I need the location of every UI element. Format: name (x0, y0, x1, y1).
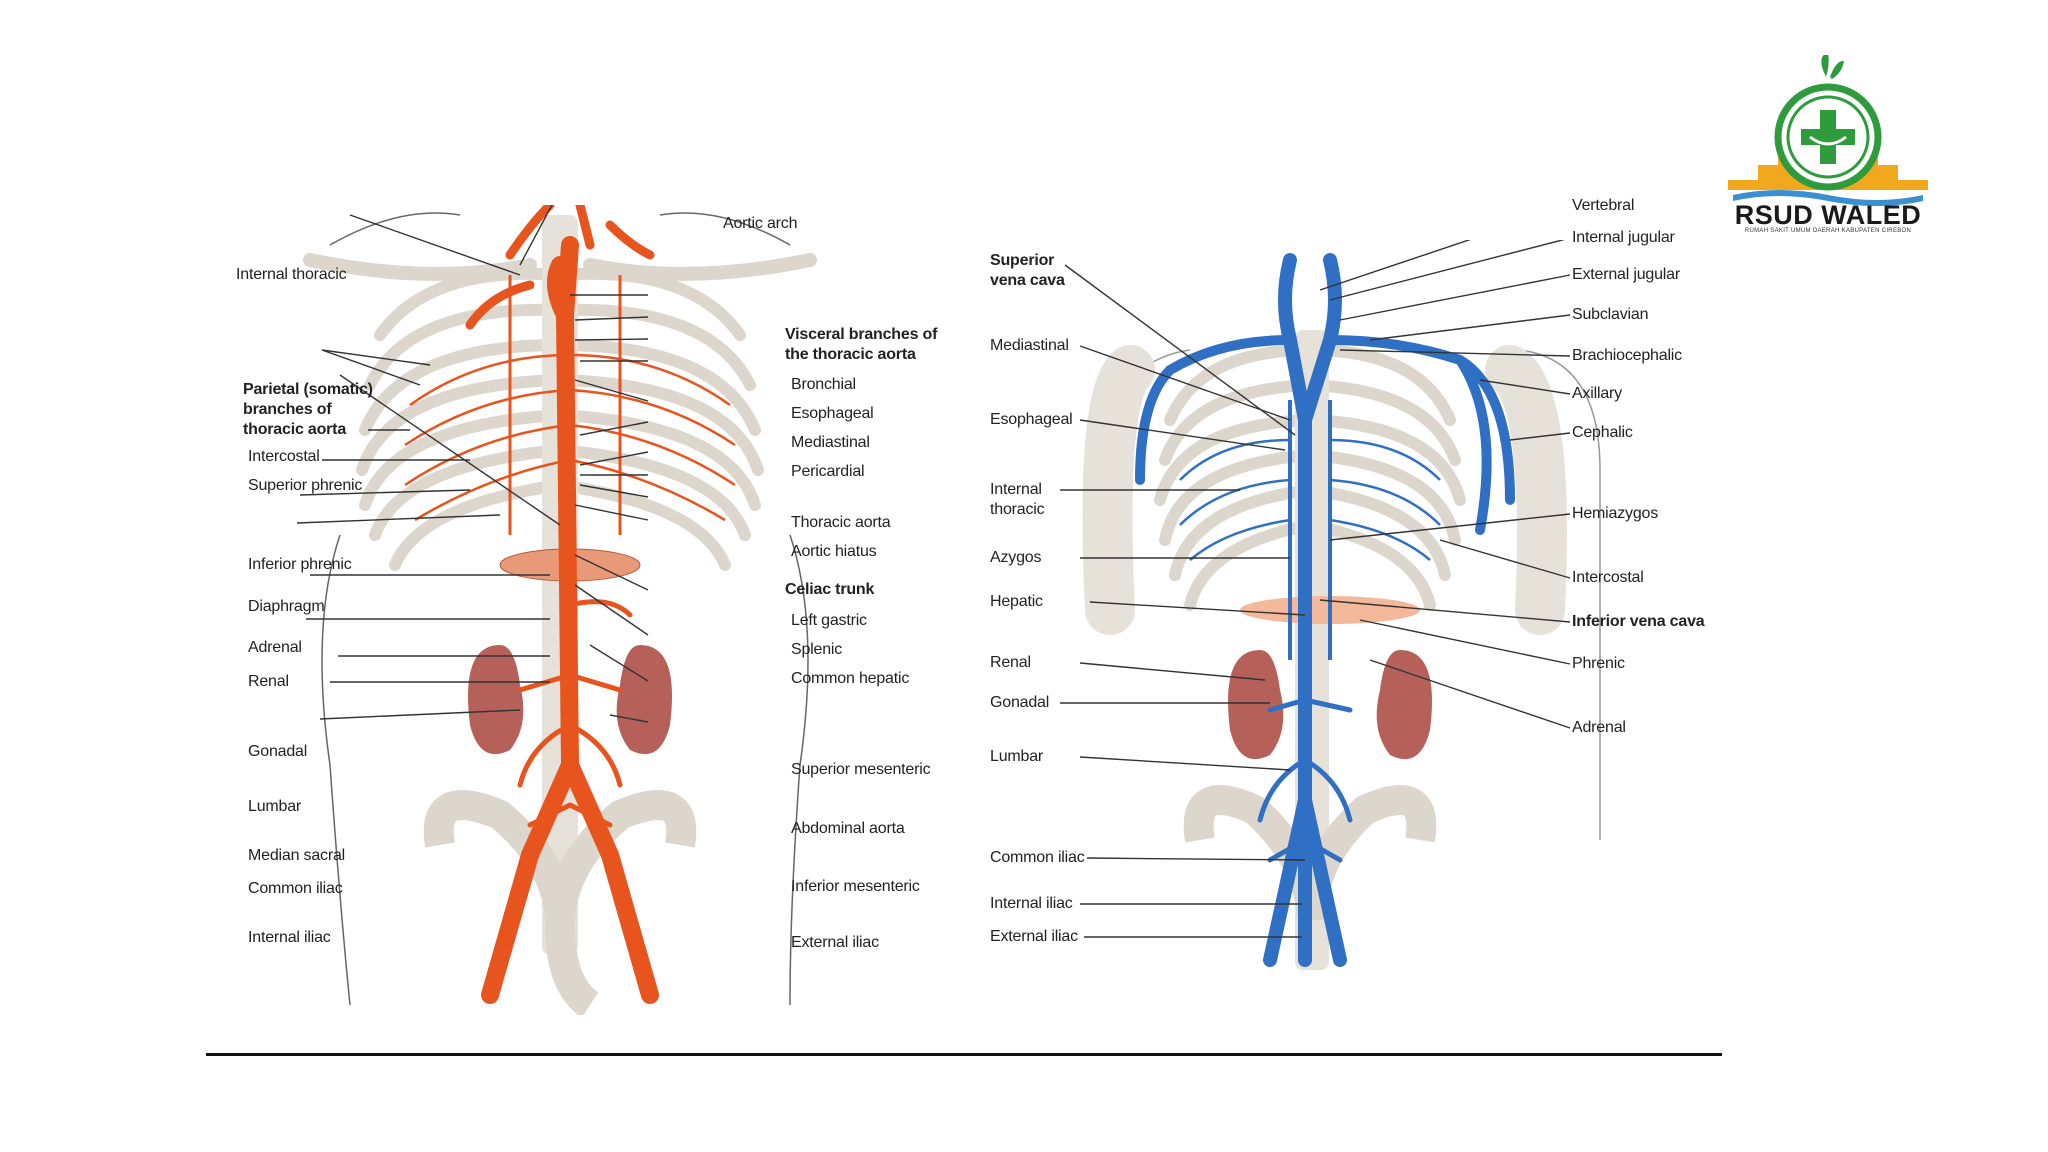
label-cephalic: Cephalic (1572, 424, 1633, 441)
label-abdominal-aorta: Abdominal aorta (791, 820, 905, 837)
left-kidney (468, 645, 524, 755)
arterial-leader-lines (296, 205, 649, 723)
label-intercostal-artery: Intercostal (248, 448, 320, 465)
label-gonadal-vein: Gonadal (990, 694, 1050, 711)
label-esophageal-vein: Esophageal (990, 411, 1073, 428)
pelvis (423, 790, 697, 1015)
label-parietal-heading: Parietal (somatic) branches of thoracic … (243, 381, 373, 438)
vena-cava (1263, 253, 1347, 967)
label-internal-jugular: Internal jugular (1572, 229, 1675, 246)
label-visceral-heading: Visceral branches of the thoracic aorta (785, 326, 938, 363)
rsud-waled-logo (1728, 55, 1928, 206)
label-phrenic-vein: Phrenic (1572, 655, 1625, 672)
logo-subtitle: RUMAH SAKIT UMUM DAERAH KABUPATEN CIREBO… (1744, 228, 1912, 234)
label-renal-vein: Renal (990, 654, 1031, 671)
label-left-gastric: Left gastric (791, 612, 867, 629)
label-superior-vena-cava: Superior vena cava (990, 252, 1065, 289)
label-inferior-mesenteric: Inferior mesenteric (791, 878, 920, 895)
venous-right-kidney (1376, 650, 1432, 760)
label-inferior-vena-cava: Inferior vena cava (1572, 613, 1705, 630)
label-renal-artery: Renal (248, 673, 289, 690)
label-vertebral: Vertebral (1572, 197, 1635, 214)
right-kidney (616, 645, 672, 755)
label-pericardial: Pericardial (791, 463, 865, 480)
venous-left-kidney (1228, 650, 1284, 760)
label-internal-iliac-artery: Internal iliac (248, 929, 331, 946)
venous-intercostals (1179, 438, 1441, 561)
label-superior-mesenteric: Superior mesenteric (791, 761, 931, 778)
label-splenic: Splenic (791, 641, 843, 658)
label-aortic-hiatus: Aortic hiatus (791, 543, 877, 560)
label-intercostal-vein: Intercostal (1572, 569, 1644, 586)
label-hemiazygos: Hemiazygos (1572, 505, 1659, 522)
label-aortic-arch: Aortic arch (723, 215, 798, 232)
label-external-iliac-vein: External iliac (990, 928, 1078, 945)
label-subclavian: Subclavian (1572, 306, 1649, 323)
arch-branches (465, 205, 655, 330)
venous-diagram (1060, 240, 1601, 970)
aorta (481, 236, 659, 1004)
label-external-iliac-artery: External iliac (791, 934, 879, 951)
label-internal-thoracic-vein: Internal thoracic (990, 481, 1045, 518)
abdominal-veins (1257, 697, 1353, 863)
logo-inner-ring (1786, 95, 1870, 179)
body-outline (321, 212, 809, 1006)
label-external-jugular: External jugular (1572, 266, 1680, 283)
label-bronchial: Bronchial (791, 376, 856, 393)
label-mediastinal-vein: Mediastinal (990, 337, 1069, 354)
label-common-iliac-artery: Common iliac (248, 880, 343, 897)
label-adrenal-vein: Adrenal (1572, 719, 1626, 736)
label-esophageal-artery: Esophageal (791, 405, 874, 422)
venous-leader-lines (1060, 240, 1571, 938)
label-azygos: Azygos (990, 549, 1042, 566)
rib-cage (356, 267, 764, 571)
logo-cross (1801, 110, 1855, 164)
label-hepatic-vein: Hepatic (990, 593, 1043, 610)
arm-veins (1135, 335, 1515, 535)
label-axillary: Axillary (1572, 385, 1622, 402)
abdominal-branches (517, 599, 633, 828)
logo-waves (1733, 190, 1923, 206)
label-celiac-trunk: Celiac trunk (785, 581, 875, 598)
humerus (1082, 345, 1567, 635)
label-median-sacral: Median sacral (248, 847, 346, 864)
label-superior-phrenic: Superior phrenic (248, 477, 363, 494)
logo-hands-icon (1809, 135, 1847, 146)
logo-leaves-icon (1821, 55, 1844, 79)
bottom-divider (206, 1053, 1722, 1056)
label-gonadal-artery: Gonadal (248, 743, 308, 760)
label-lumbar-artery: Lumbar (248, 798, 302, 815)
label-mediastinal-artery: Mediastinal (791, 434, 870, 451)
label-common-hepatic: Common hepatic (791, 670, 910, 687)
label-adrenal-artery: Adrenal (248, 639, 302, 656)
arterial-diagram (296, 205, 817, 1015)
logo-name: RSUD WALED (1734, 200, 1922, 230)
label-common-iliac-vein: Common iliac (990, 849, 1085, 866)
label-diaphragm: Diaphragm (248, 598, 325, 615)
label-internal-thoracic-artery: Internal thoracic (236, 266, 347, 283)
label-internal-iliac-vein: Internal iliac (990, 895, 1073, 912)
label-brachiocephalic: Brachiocephalic (1572, 347, 1682, 364)
label-inferior-phrenic: Inferior phrenic (248, 556, 352, 573)
venous-rib-cage (1154, 344, 1466, 611)
label-lumbar-vein: Lumbar (990, 748, 1044, 765)
azygos-vein (1288, 400, 1332, 660)
label-thoracic-aorta: Thoracic aorta (791, 514, 891, 531)
